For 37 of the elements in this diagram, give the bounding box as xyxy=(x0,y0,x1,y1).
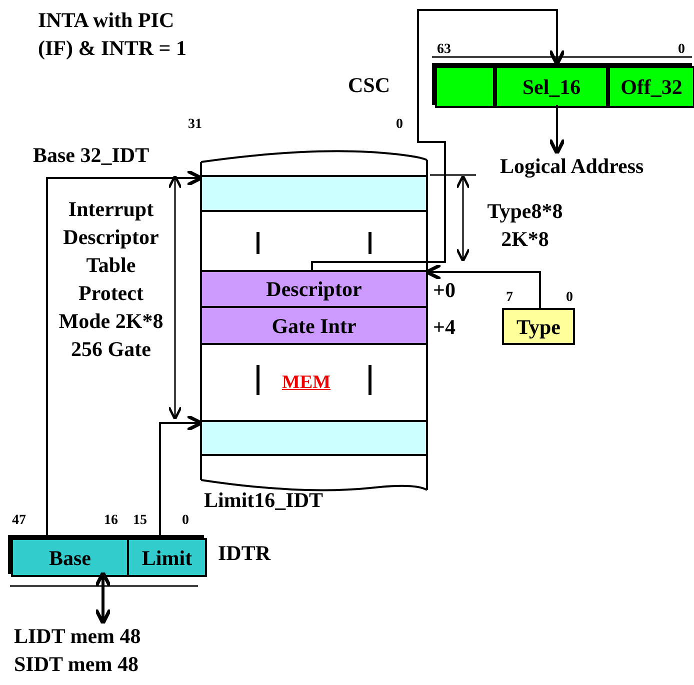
register-name: IDTR xyxy=(218,540,271,567)
memory-cell: Descriptor xyxy=(200,270,428,308)
output-label: Logical Address xyxy=(500,152,693,184)
register-field: Limit xyxy=(127,538,207,577)
register-field: Off_32 xyxy=(608,66,694,108)
bit-number: 31 xyxy=(188,117,203,133)
memory-label: MEM xyxy=(282,371,332,395)
bit-number: 15 xyxy=(133,513,148,529)
offset-text: +0 xyxy=(433,277,456,304)
bit-number: 0 xyxy=(396,117,404,133)
bit-number: 0 xyxy=(182,513,190,529)
offset-text: +4 xyxy=(433,314,456,341)
bit-number: 47 xyxy=(12,513,27,529)
bit-number: 16 xyxy=(104,513,119,529)
instruction-text: LIDT mem 48 SIDT mem 48 xyxy=(14,622,164,682)
register xyxy=(8,535,204,574)
register xyxy=(432,63,692,105)
arrow xyxy=(548,105,566,156)
memory-cell xyxy=(200,175,428,212)
edge-label: Base 32_IDT xyxy=(33,142,150,169)
bit-number: 7 xyxy=(506,290,514,306)
register-field xyxy=(435,66,495,108)
register-field: Base xyxy=(11,538,129,577)
dimension-text: Type8*8 2K*8 xyxy=(486,198,564,253)
title: INTA with PIC (IF) & INTR = 1 xyxy=(38,7,188,62)
memory-cell xyxy=(200,420,428,456)
register-field: Type xyxy=(502,308,575,345)
bit-number: 0 xyxy=(678,42,686,58)
description-text: Interrupt Descriptor Table Protect Mode 2K*8 256 Gate xyxy=(58,196,164,363)
arrow xyxy=(311,9,566,270)
arrow xyxy=(94,570,112,626)
register-name: CSC xyxy=(348,72,390,99)
register-field: Sel_16 xyxy=(495,66,608,108)
caption-text: Limit16_IDT xyxy=(204,487,324,514)
memory-cell: Gate Intr xyxy=(200,306,428,345)
bit-number: 0 xyxy=(566,290,574,306)
bit-number: 63 xyxy=(437,42,452,58)
